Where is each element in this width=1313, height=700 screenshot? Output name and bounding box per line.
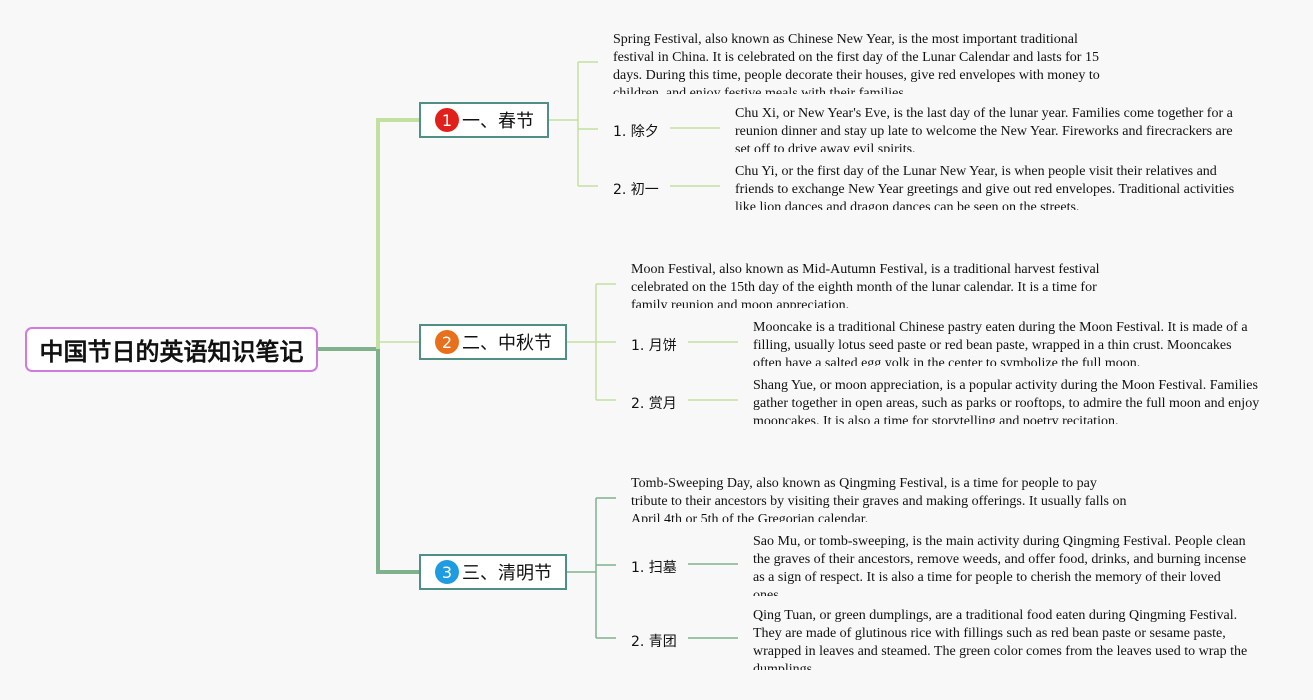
topic-label: 二、中秋节: [462, 333, 552, 354]
topic-description: Spring Festival, also known as Chinese N…: [613, 32, 1100, 94]
topic-label: 三、清明节: [462, 563, 552, 584]
root-topic[interactable]: 中国节日的英语知识笔记: [25, 327, 318, 372]
subtopic-chuxi[interactable]: 1. 除夕: [613, 124, 659, 140]
subtopic-text: Chu Xi, or New Year's Eve, is the last d…: [735, 106, 1233, 152]
badge-number-2-icon: 2: [435, 330, 459, 354]
topic-qingming-festival[interactable]: 3 三、清明节: [419, 554, 567, 590]
subtopic-qingtuan[interactable]: 2. 青团: [631, 634, 677, 650]
subtopic-chuyi[interactable]: 2. 初一: [613, 182, 659, 198]
subtopic-text: Chu Yi, or the first day of the Lunar Ne…: [735, 164, 1235, 210]
badge-number-3-icon: 3: [435, 560, 459, 584]
subtopic-text: Mooncake is a traditional Chinese pastry…: [753, 320, 1248, 366]
badge-number-1-icon: 1: [435, 108, 459, 132]
subtopic-saomu[interactable]: 1. 扫墓: [631, 560, 677, 576]
subtopic-text: Shang Yue, or moon appreciation, is a po…: [753, 378, 1260, 424]
subtopic-text: Sao Mu, or tomb-sweeping, is the main ac…: [753, 534, 1247, 596]
subtopic-mooncake[interactable]: 1. 月饼: [631, 338, 677, 354]
subtopic-shangyue[interactable]: 2. 赏月: [631, 396, 677, 412]
topic-spring-festival[interactable]: 1 一、春节: [419, 102, 549, 138]
topic-mid-autumn-festival[interactable]: 2 二、中秋节: [419, 324, 567, 360]
subtopic-text: Qing Tuan, or green dumplings, are a tra…: [753, 608, 1248, 670]
topic-description: Tomb-Sweeping Day, also known as Qingmin…: [631, 476, 1127, 522]
topic-description: Moon Festival, also known as Mid-Autumn …: [631, 262, 1100, 308]
topic-label: 一、春节: [462, 111, 534, 132]
